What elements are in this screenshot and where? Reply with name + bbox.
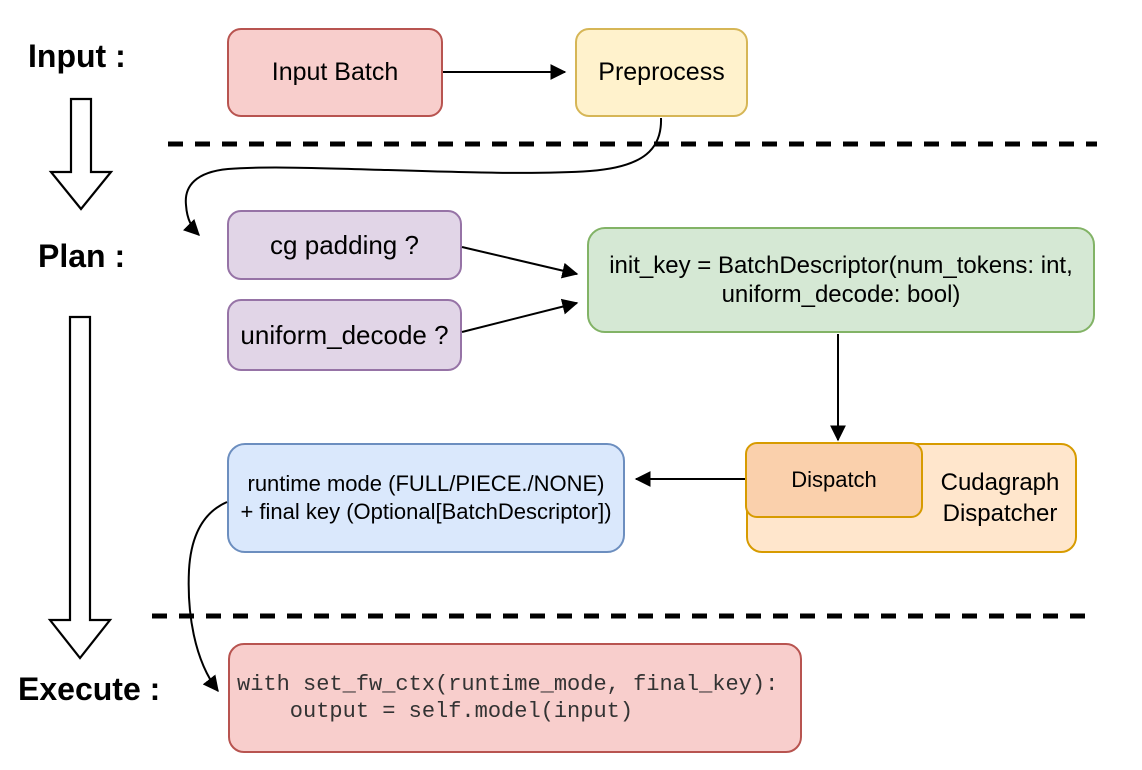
- stage-arrow-plan-to-execute: [47, 315, 113, 660]
- cg-padding-label: cg padding ?: [270, 229, 419, 260]
- execute-code-line1: with set_fw_ctx(runtime_mode, final_key)…: [237, 672, 779, 697]
- input-batch-node: Input Batch: [227, 28, 443, 117]
- stage-arrow-input-to-plan: [48, 97, 114, 211]
- uniform-decode-label: uniform_decode ?: [240, 319, 449, 350]
- cg-padding-node: cg padding ?: [227, 210, 462, 280]
- connector-cgpadding-to-initkey: [461, 246, 579, 279]
- dispatch-node: Dispatch: [745, 442, 923, 518]
- stage-label-plan: Plan :: [38, 238, 126, 274]
- uniform-decode-node: uniform_decode ?: [227, 299, 462, 371]
- cudagraph-dispatcher-line1: Cudagraph: [940, 469, 1060, 496]
- dispatch-label: Dispatch: [791, 467, 877, 493]
- stage-label-execute: Execute :: [18, 671, 161, 707]
- connector-runtime-to-code: [187, 501, 228, 693]
- init-key-node: init_key = BatchDescriptor(num_tokens: i…: [587, 227, 1095, 333]
- preprocess-node: Preprocess: [575, 28, 748, 117]
- init-key-line2: uniform_decode: bool): [721, 281, 961, 308]
- execute-code-node: with set_fw_ctx(runtime_mode, final_key)…: [228, 643, 802, 753]
- stage-label-input: Input :: [28, 38, 126, 74]
- runtime-mode-line2: + final key (Optional[BatchDescriptor]): [240, 499, 612, 524]
- cudagraph-dispatcher-line2: Dispatcher: [942, 500, 1058, 527]
- preprocess-label: Preprocess: [598, 57, 725, 86]
- cudagraph-dispatcher-label: Cudagraph Dispatcher: [923, 443, 1077, 553]
- runtime-mode-line1: runtime mode (FULL/PIECE./NONE): [247, 471, 605, 496]
- input-batch-label: Input Batch: [271, 57, 399, 86]
- runtime-mode-node: runtime mode (FULL/PIECE./NONE) + final …: [227, 443, 625, 553]
- connector-uniformdecode-to-initkey: [461, 298, 579, 333]
- execute-code-line2: output = self.model(input): [237, 699, 634, 724]
- init-key-line1: init_key = BatchDescriptor(num_tokens: i…: [609, 252, 1073, 279]
